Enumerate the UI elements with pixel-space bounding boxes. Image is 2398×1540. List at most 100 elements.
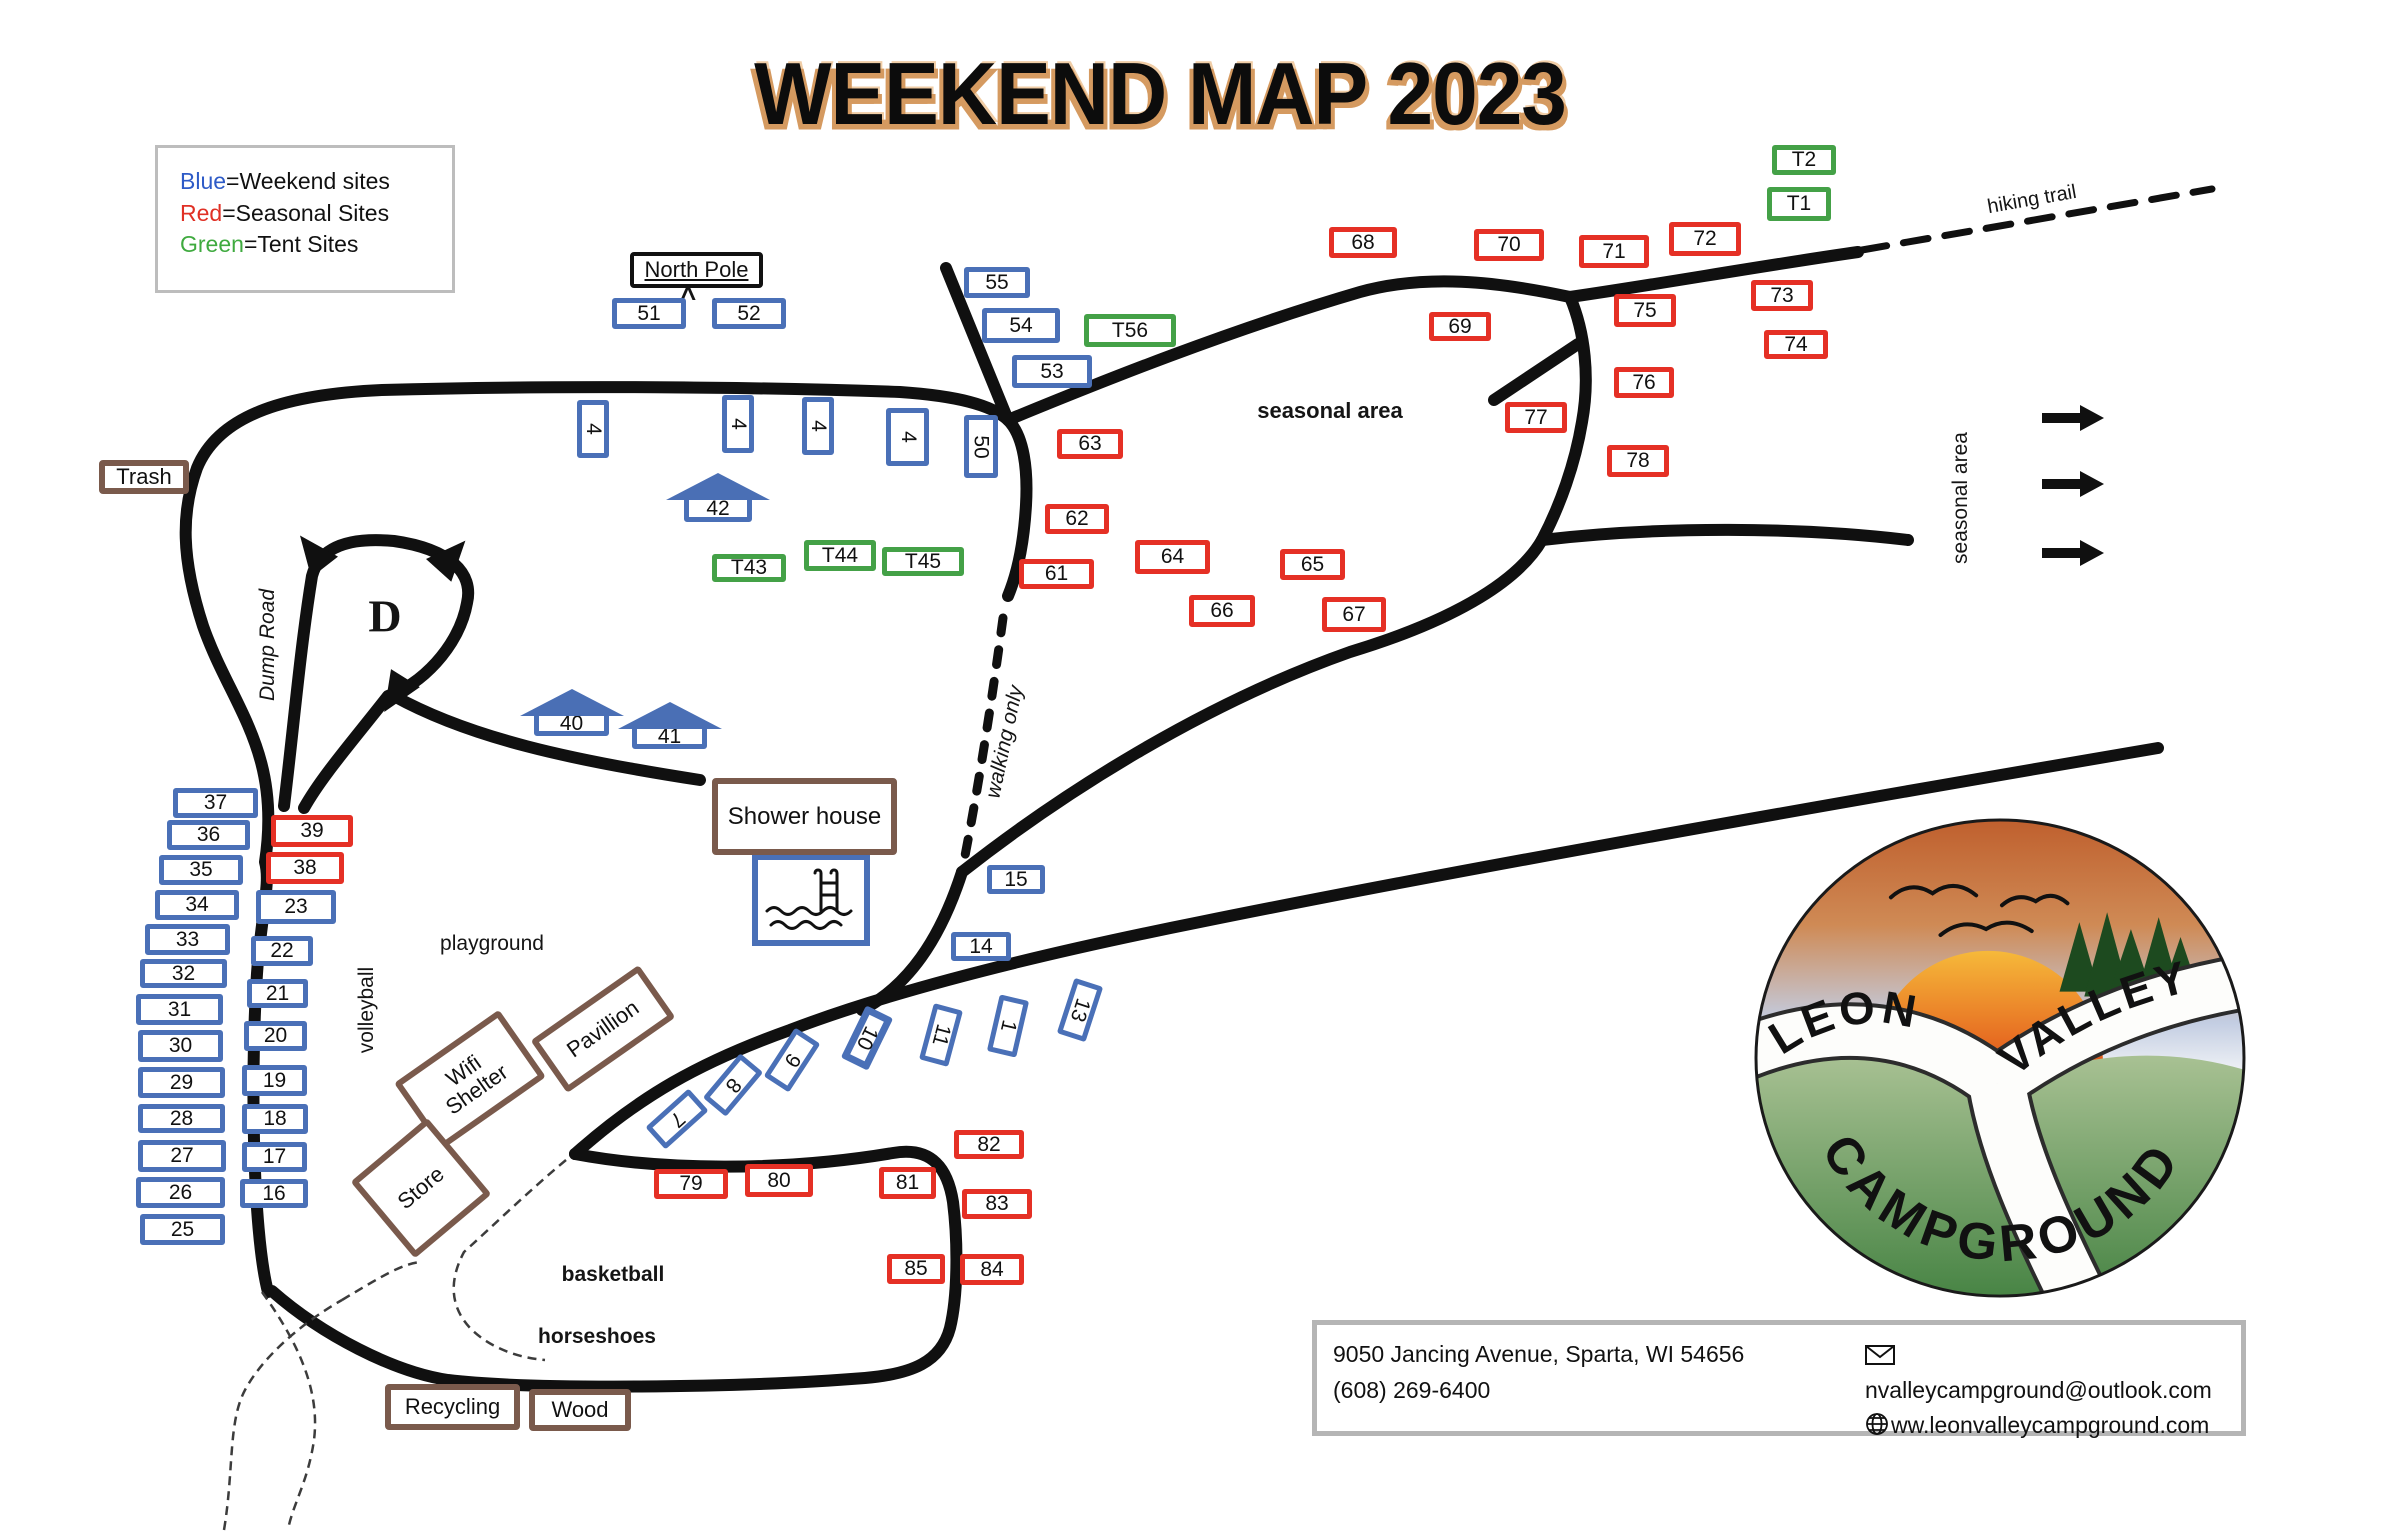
site-label-26: 26 — [168, 1180, 193, 1204]
site-label-39: 39 — [300, 819, 324, 842]
road-seasonal-south — [1536, 291, 1592, 546]
site-label-T43: T43 — [730, 556, 768, 579]
site-73: 73 — [1751, 280, 1813, 311]
site-label-T44: T44 — [821, 543, 859, 567]
site-label-79: 79 — [679, 1172, 703, 1195]
site-14: 14 — [951, 932, 1011, 961]
site-22: 22 — [251, 936, 313, 966]
site-label-76: 76 — [1632, 370, 1656, 394]
site-label-61: 61 — [1044, 562, 1069, 585]
page-title: WEEKEND MAP 2023 — [754, 45, 1567, 144]
site-label-40: 40 — [559, 711, 584, 735]
road-stub-55 — [940, 262, 1014, 426]
site-23: 23 — [256, 890, 336, 924]
site-20: 20 — [244, 1021, 307, 1051]
site-17: 17 — [242, 1142, 307, 1172]
site-19: 19 — [242, 1065, 307, 1096]
site-label-80: 80 — [767, 1168, 791, 1192]
legend-term-green: Green — [180, 231, 244, 258]
site-62: 62 — [1045, 504, 1109, 534]
site-25: 25 — [140, 1214, 225, 1245]
site-69: 69 — [1429, 312, 1491, 341]
campground-logo: LEON VALLEY CAMPGROUND — [1752, 818, 2248, 1309]
site-label-35: 35 — [189, 858, 213, 881]
site-label-20: 20 — [263, 1024, 288, 1047]
site-T1: T1 — [1767, 187, 1831, 221]
site-label-54: 54 — [1009, 313, 1033, 337]
site-26: 26 — [136, 1177, 225, 1208]
site-label-T45: T45 — [904, 549, 942, 573]
site-16: 16 — [240, 1179, 308, 1208]
site-label-4a: 4 — [582, 423, 605, 435]
site-70: 70 — [1474, 229, 1544, 261]
phone: (608) 269-6400 — [1333, 1376, 1491, 1403]
site-52: 52 — [712, 298, 786, 329]
site-label-13: 13 — [1065, 995, 1096, 1025]
site-74: 74 — [1764, 330, 1828, 359]
site-label-65: 65 — [1300, 552, 1325, 576]
site-label-53: 53 — [1040, 359, 1064, 383]
site-label-25: 25 — [170, 1217, 195, 1241]
area-label-dump-d: D — [368, 590, 402, 642]
site-label-70: 70 — [1497, 233, 1521, 256]
site-label-15: 15 — [1004, 867, 1028, 891]
site-4b: 4 — [722, 395, 754, 453]
site-label-31: 31 — [167, 997, 192, 1021]
site-63: 63 — [1057, 429, 1123, 459]
site-33: 33 — [145, 924, 230, 955]
shelter-roof-icon — [617, 702, 722, 729]
site-label-42: 42 — [706, 496, 730, 520]
right-arrow-icon-2 — [2042, 471, 2106, 502]
site-41: 41 — [617, 702, 722, 749]
road-east-stub — [1536, 523, 1914, 546]
site-label-23: 23 — [284, 895, 308, 918]
legend-def-tent: Tent Sites — [257, 231, 359, 258]
site-label-85: 85 — [904, 1257, 928, 1280]
site-81: 81 — [879, 1167, 936, 1199]
site-38: 38 — [266, 852, 344, 884]
site-label-18: 18 — [263, 1107, 287, 1130]
site-32: 32 — [140, 959, 227, 988]
site-label-T1: T1 — [1786, 192, 1812, 215]
site-T2: T2 — [1772, 145, 1836, 175]
site-42: 42 — [666, 473, 770, 522]
site-64: 64 — [1135, 540, 1210, 574]
globe-icon — [1866, 1413, 1888, 1436]
road-dump-loop — [278, 534, 475, 814]
site-37: 37 — [173, 788, 258, 818]
entrance-path-4 — [452, 1159, 567, 1362]
road-basketball-loop — [266, 1145, 963, 1393]
site-label-27: 27 — [170, 1144, 194, 1167]
site-27: 27 — [138, 1140, 226, 1172]
pool-icon — [765, 868, 853, 930]
area-label-volleyball: volleyball — [355, 966, 378, 1054]
site-label-50: 50 — [969, 434, 993, 459]
area-label-seasonal-area-right: seasonal area — [1949, 432, 1972, 564]
site-82: 82 — [954, 1130, 1024, 1159]
road-seasonal-northeast — [1564, 246, 1864, 303]
area-label-horseshoes: horseshoes — [538, 1325, 656, 1348]
site-label-41: 41 — [657, 724, 682, 748]
facility-label-shower-house: Shower house — [727, 802, 882, 830]
entrance-path-3 — [341, 1260, 421, 1302]
email-text: nvalleycampground@outlook.com — [1865, 1376, 2212, 1403]
site-label-14: 14 — [969, 934, 993, 958]
site-36: 36 — [167, 820, 250, 850]
facility-trash: Trash — [99, 460, 189, 494]
legend-def-weekend: Weekend sites — [239, 168, 390, 194]
site-label-84: 84 — [980, 1257, 1004, 1281]
site-83: 83 — [962, 1189, 1032, 1219]
right-arrow-icon-3 — [2042, 540, 2106, 571]
site-75: 75 — [1614, 294, 1676, 327]
site-21: 21 — [247, 979, 308, 1008]
site-label-4d: 4 — [896, 431, 920, 443]
site-29: 29 — [138, 1067, 225, 1098]
site-71: 71 — [1579, 235, 1649, 268]
site-66: 66 — [1189, 595, 1255, 627]
trail-hiking — [1858, 185, 2216, 254]
site-4d: 4 — [886, 408, 929, 466]
email-icon — [1865, 1345, 1895, 1365]
site-label-51: 51 — [637, 301, 661, 325]
site-label-73: 73 — [1770, 283, 1794, 307]
